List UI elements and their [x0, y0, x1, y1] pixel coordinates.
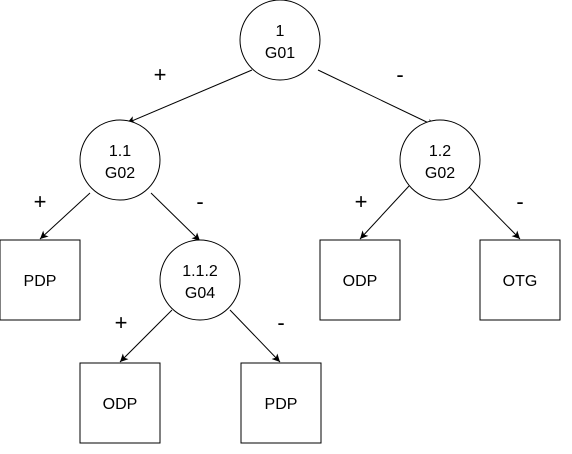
sign-root-minus: - — [396, 62, 403, 87]
edge-root-to-1-1 — [126, 69, 253, 124]
node-1-2-group: G02 — [425, 165, 455, 182]
node-root-id: 1 — [276, 23, 285, 40]
leaf-1-2-minus: OTG — [479, 239, 561, 321]
node-1-1-group: G02 — [105, 165, 135, 182]
leaf-1-1-2-minus: PDP — [240, 362, 322, 444]
node-1-1-2-id: 1.1.2 — [182, 263, 218, 280]
edge-1-1-2-to-odp — [119, 309, 173, 363]
node-root: 1 G01 — [239, 0, 321, 81]
edge-1-1-to-pdp — [39, 192, 91, 240]
edges — [39, 69, 521, 363]
leaf-1-1-2-minus-label: PDP — [265, 396, 298, 413]
sign-1-1-plus: + — [34, 189, 47, 214]
node-1-1-2: 1.1.2 G04 — [159, 239, 241, 321]
leaf-1-1-plus: PDP — [0, 239, 81, 321]
node-1-1-2-group: G04 — [185, 285, 215, 302]
node-1-1: 1.1 G02 — [79, 119, 161, 201]
sign-1-2-plus: + — [355, 189, 368, 214]
leaf-1-1-2-plus: ODP — [79, 362, 161, 444]
leaf-1-1-plus-label: PDP — [24, 273, 57, 290]
sign-1-1-minus: - — [196, 189, 203, 214]
node-1-2: 1.2 G02 — [399, 119, 481, 201]
edge-signs: + - + - + - + - — [34, 62, 524, 335]
sign-1-1-2-minus: - — [277, 310, 284, 335]
sign-1-2-minus: - — [516, 189, 523, 214]
node-1-2-id: 1.2 — [429, 143, 451, 160]
leaf-1-1-2-plus-label: ODP — [103, 396, 138, 413]
edge-1-2-to-otg — [467, 185, 521, 240]
edge-1-2-to-odp — [359, 185, 410, 240]
leaf-1-2-plus-label: ODP — [343, 273, 378, 290]
leaf-1-2-plus: ODP — [319, 239, 401, 321]
node-1-1-id: 1.1 — [109, 143, 131, 160]
leaf-1-2-minus-label: OTG — [503, 273, 538, 290]
edge-root-to-1-2 — [317, 69, 436, 127]
edge-1-1-2-to-pdp — [229, 309, 281, 363]
sign-1-1-2-plus: + — [115, 310, 128, 335]
sign-root-plus: + — [154, 62, 167, 87]
edge-1-1-to-1-1-2 — [150, 192, 201, 242]
node-root-group: G01 — [265, 45, 295, 62]
